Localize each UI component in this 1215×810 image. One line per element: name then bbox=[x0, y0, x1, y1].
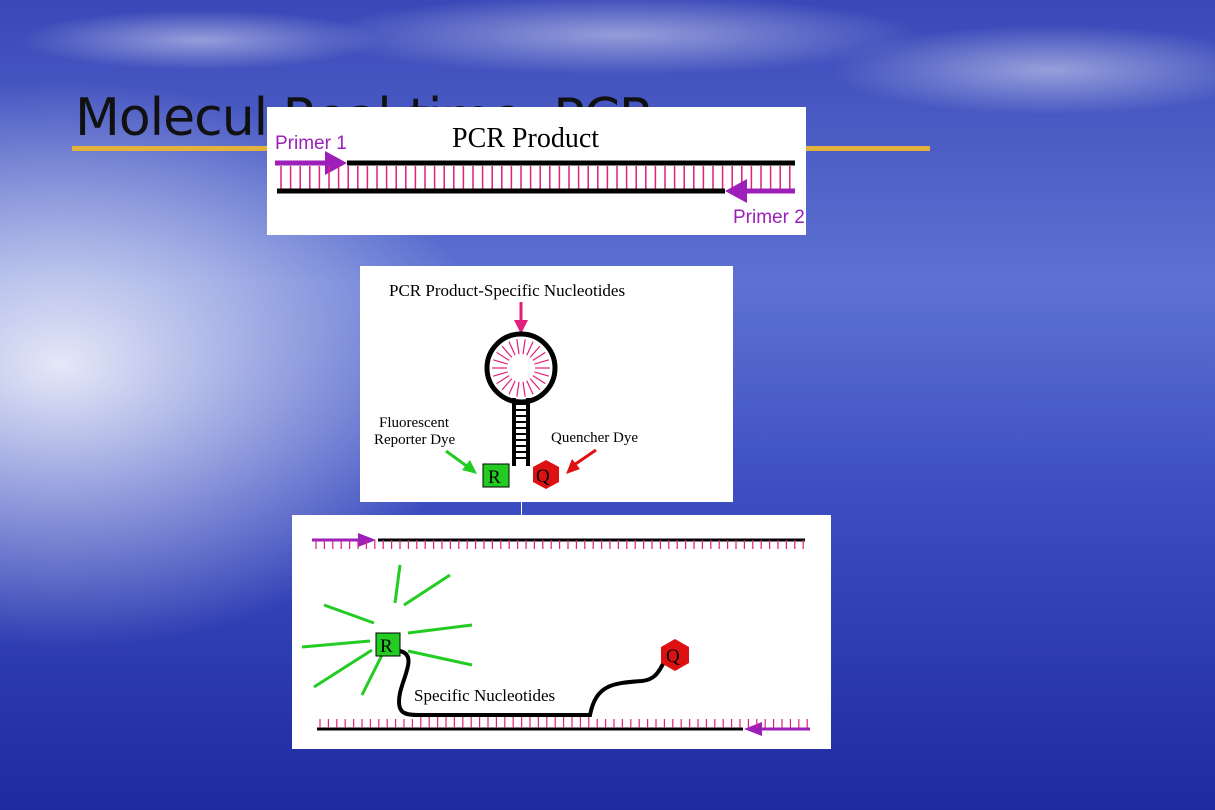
beacon-title: PCR Product-Specific Nucleotides bbox=[389, 281, 625, 300]
loop-nucleotide-tick bbox=[516, 339, 520, 355]
loop-nucleotide-tick bbox=[501, 378, 513, 391]
reporter-arrow-head bbox=[462, 460, 477, 474]
loop-nucleotide-tick bbox=[493, 371, 508, 377]
loop-nucleotide-tick bbox=[496, 351, 510, 361]
quencher-letter: Q bbox=[666, 646, 680, 667]
loop-nucleotides bbox=[492, 339, 550, 397]
quencher-dye-icon bbox=[661, 639, 689, 671]
hybridized-panel: R Specific Nucleotides Q bbox=[292, 515, 831, 749]
top-strand-ticks bbox=[315, 540, 804, 549]
loop-nucleotide-tick bbox=[496, 375, 510, 385]
panel-connector bbox=[521, 501, 522, 516]
fluorescence-rays bbox=[301, 564, 473, 696]
loop-nucleotide-tick bbox=[526, 341, 534, 356]
reporter-arrow-shaft bbox=[445, 449, 469, 469]
primer2-label: Primer 2 bbox=[733, 207, 805, 228]
hairpin-loop bbox=[484, 331, 558, 405]
reporter-label-line2: Reporter Dye bbox=[374, 432, 456, 448]
loop-nucleotide-tick bbox=[529, 345, 541, 358]
stem-base-pairs bbox=[514, 403, 528, 459]
loop-nucleotide-tick bbox=[522, 339, 526, 355]
probe-strand bbox=[397, 649, 670, 717]
loop-nucleotide-tick bbox=[534, 371, 549, 377]
loop-nucleotide-tick bbox=[532, 351, 546, 361]
reporter-letter: R bbox=[488, 467, 501, 488]
reporter-label-line1: Fluorescent bbox=[379, 415, 450, 431]
bottom-primer-arrowhead bbox=[744, 722, 762, 736]
quencher-letter: Q bbox=[536, 466, 550, 487]
reporter-dye-icon bbox=[482, 463, 510, 488]
loop-nucleotide-tick bbox=[516, 381, 520, 397]
loop-nucleotide-tick bbox=[508, 380, 516, 395]
hybridized-diagram: R Specific Nucleotides Q bbox=[301, 533, 810, 736]
slide-title-left: Molecul bbox=[75, 88, 268, 148]
loop-nucleotide-tick bbox=[493, 359, 508, 365]
specific-nucleotides-label: Specific Nucleotides bbox=[414, 686, 555, 705]
loop-nucleotide-tick bbox=[522, 381, 526, 397]
primer1-arrowhead bbox=[325, 151, 347, 175]
quencher-label: Quencher Dye bbox=[551, 430, 638, 446]
pcr-product-title: PCR Product bbox=[452, 123, 599, 154]
bottom-strand-ticks bbox=[319, 717, 808, 728]
pcr-product-diagram: PCR Product Primer 1 Primer 2 bbox=[275, 123, 805, 228]
pcr-product-panel: PCR Product Primer 1 Primer 2 bbox=[267, 107, 806, 235]
reporter-letter: R bbox=[380, 636, 393, 657]
beacon-diagram: PCR Product-Specific Nucleotides Fluores… bbox=[374, 281, 638, 489]
loop-nucleotide-tick bbox=[526, 380, 534, 395]
beacon-panel: PCR Product-Specific Nucleotides Fluores… bbox=[360, 266, 733, 502]
loop-nucleotide-tick bbox=[532, 375, 546, 385]
loop-nucleotide-tick bbox=[534, 359, 549, 365]
primer1-label: Primer 1 bbox=[275, 133, 347, 154]
quencher-dye-icon bbox=[533, 460, 559, 489]
target-arrow-head bbox=[514, 320, 528, 334]
loop-nucleotide-tick bbox=[529, 378, 541, 391]
quencher-arrow-shaft bbox=[573, 448, 597, 467]
reporter-dye-icon bbox=[375, 632, 401, 657]
base-pair-ticks bbox=[280, 166, 791, 189]
quencher-arrow-head bbox=[566, 459, 580, 474]
loop-nucleotide-tick bbox=[508, 341, 516, 356]
loop-nucleotide-tick bbox=[501, 345, 513, 358]
primer2-arrowhead bbox=[725, 179, 747, 203]
